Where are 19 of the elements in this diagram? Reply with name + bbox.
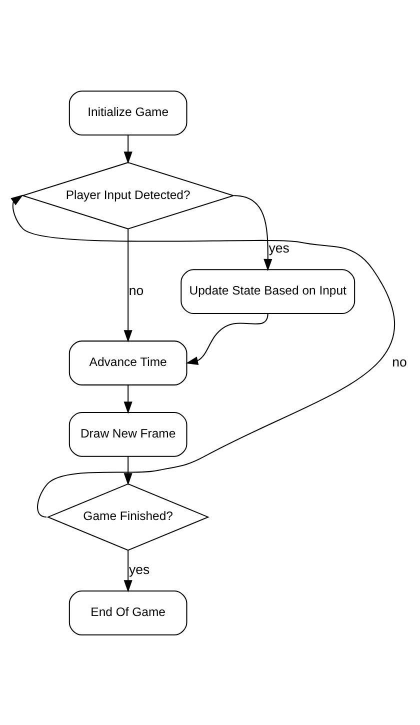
- node-box: Update State Based on Input: [180, 268, 356, 314]
- arrow: [124, 384, 132, 414]
- node-diamond: Player Input Detected?: [21, 161, 236, 229]
- edge-label: yes: [128, 562, 150, 577]
- arrow: [124, 228, 132, 342]
- arrow: [124, 456, 132, 485]
- edge-label: yes: [268, 240, 290, 256]
- arrow: [124, 550, 132, 592]
- edge-label: no: [392, 354, 407, 369]
- node-box: Advance Time: [68, 340, 188, 385]
- edge-label: no: [128, 282, 144, 298]
- node-box: End Of Game: [68, 590, 188, 635]
- arrow: [186, 312, 268, 364]
- arrow: [124, 134, 132, 164]
- node-box: Initialize Game: [68, 90, 188, 135]
- arrow: [10, 194, 394, 518]
- arrow: [234, 194, 272, 271]
- node-diamond: Game Finished?: [46, 482, 210, 550]
- node-box: Draw New Frame: [68, 411, 188, 456]
